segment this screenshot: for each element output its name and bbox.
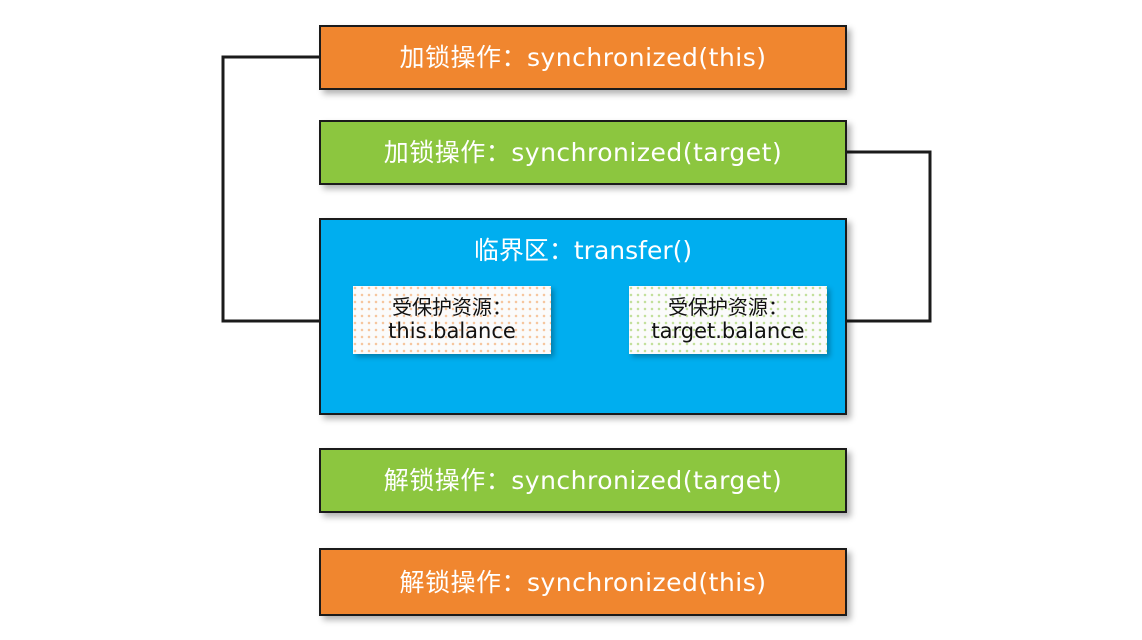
protected-resource-this[interactable]: 受保护资源： this.balance (353, 286, 551, 354)
band-lock-target-label: 加锁操作：synchronized(target) (383, 138, 783, 167)
band-unlock-this-label: 解锁操作：synchronized(this) (399, 567, 767, 597)
connector-lock-target-to-target-balance (836, 150, 932, 325)
protected-resource-target-caption: 受保护资源： (668, 295, 788, 319)
protected-resource-target-name: target.balance (651, 319, 805, 344)
protected-resource-this-name: this.balance (388, 319, 516, 344)
connector-lock-this-to-this-balance (221, 55, 345, 325)
band-lock-target[interactable]: 加锁操作：synchronized(target) (319, 120, 847, 185)
band-unlock-target[interactable]: 解锁操作：synchronized(target) (319, 448, 847, 513)
band-lock-this[interactable]: 加锁操作：synchronized(this) (319, 25, 847, 90)
critical-section-title: 临界区：transfer() (473, 236, 693, 265)
protected-resource-target[interactable]: 受保护资源： target.balance (629, 286, 827, 354)
band-unlock-target-label: 解锁操作：synchronized(target) (383, 466, 783, 495)
band-unlock-this[interactable]: 解锁操作：synchronized(this) (319, 548, 847, 616)
band-lock-this-label: 加锁操作：synchronized(this) (399, 43, 767, 72)
protected-resource-this-caption: 受保护资源： (392, 295, 512, 319)
